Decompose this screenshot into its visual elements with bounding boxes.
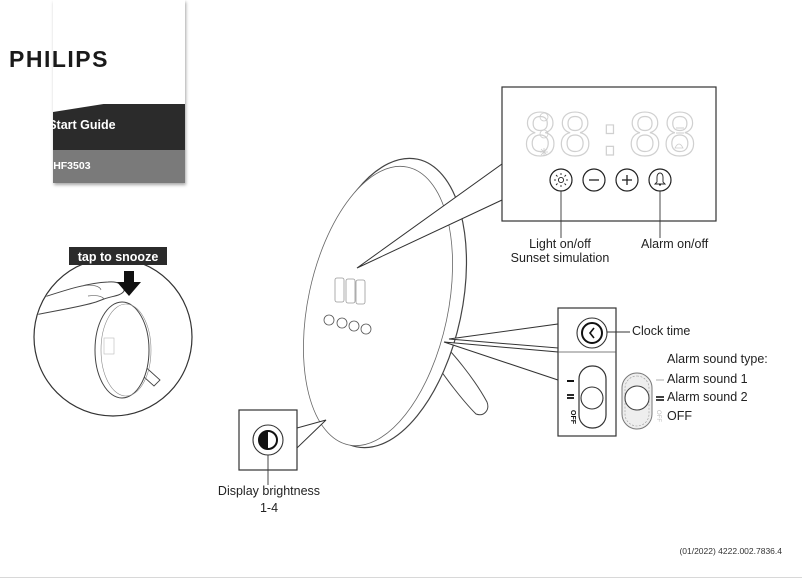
display-digits: 88:88 bbox=[523, 101, 698, 169]
plus-icon bbox=[622, 175, 632, 185]
display-callout: 88:88 bbox=[356, 86, 717, 269]
brightness-button[interactable] bbox=[252, 424, 284, 456]
light-button[interactable] bbox=[549, 168, 573, 192]
clock-time-button[interactable] bbox=[576, 317, 608, 349]
cover-card bbox=[53, 0, 185, 183]
model-numbers: HF3504, HF3503 bbox=[10, 160, 91, 172]
alarm-button[interactable] bbox=[648, 168, 672, 192]
clock-time-label: Clock time bbox=[632, 324, 691, 338]
plus-button[interactable] bbox=[615, 168, 639, 192]
chevron-left-icon bbox=[588, 327, 595, 339]
display-brightness-label: Display brightness bbox=[217, 484, 321, 498]
off-label: OFF bbox=[667, 409, 692, 423]
bell-icon bbox=[653, 172, 667, 186]
snooze-label: tap to snooze bbox=[78, 250, 159, 264]
alarm-sound-1-label: Alarm sound 1 bbox=[667, 372, 748, 386]
brand-logo: PHILIPS bbox=[9, 46, 109, 72]
document-code: (01/2022) 4222.002.7836.4 bbox=[679, 546, 782, 556]
snooze-label-bg bbox=[69, 247, 167, 265]
wake-up-light bbox=[303, 157, 489, 449]
footer-divider bbox=[0, 577, 802, 578]
minus-button[interactable] bbox=[582, 168, 606, 192]
guide-title: Quick Start Guide bbox=[10, 118, 116, 132]
contrast-icon bbox=[259, 431, 268, 449]
brightness-range-label: 1-4 bbox=[259, 501, 279, 515]
sun-icon bbox=[554, 173, 568, 187]
switch-detail: OFF bbox=[621, 372, 664, 430]
light-onoff-label: Light on/off bbox=[529, 237, 591, 251]
card-dark-band bbox=[53, 104, 185, 150]
sunset-simulation-label: Sunset simulation bbox=[510, 251, 610, 265]
switch-off-mark: OFF bbox=[569, 410, 576, 425]
alarm-sound-2-label: Alarm sound 2 bbox=[667, 390, 748, 404]
alarm-onoff-label: Alarm on/off bbox=[641, 237, 709, 251]
alarm-sound-type-label: Alarm sound type: bbox=[667, 352, 768, 366]
snooze-inset bbox=[33, 257, 193, 417]
card-grey-band bbox=[53, 150, 185, 183]
detail-off-mark: OFF bbox=[655, 410, 661, 422]
alarm-sound-switch[interactable]: OFF bbox=[567, 365, 607, 429]
